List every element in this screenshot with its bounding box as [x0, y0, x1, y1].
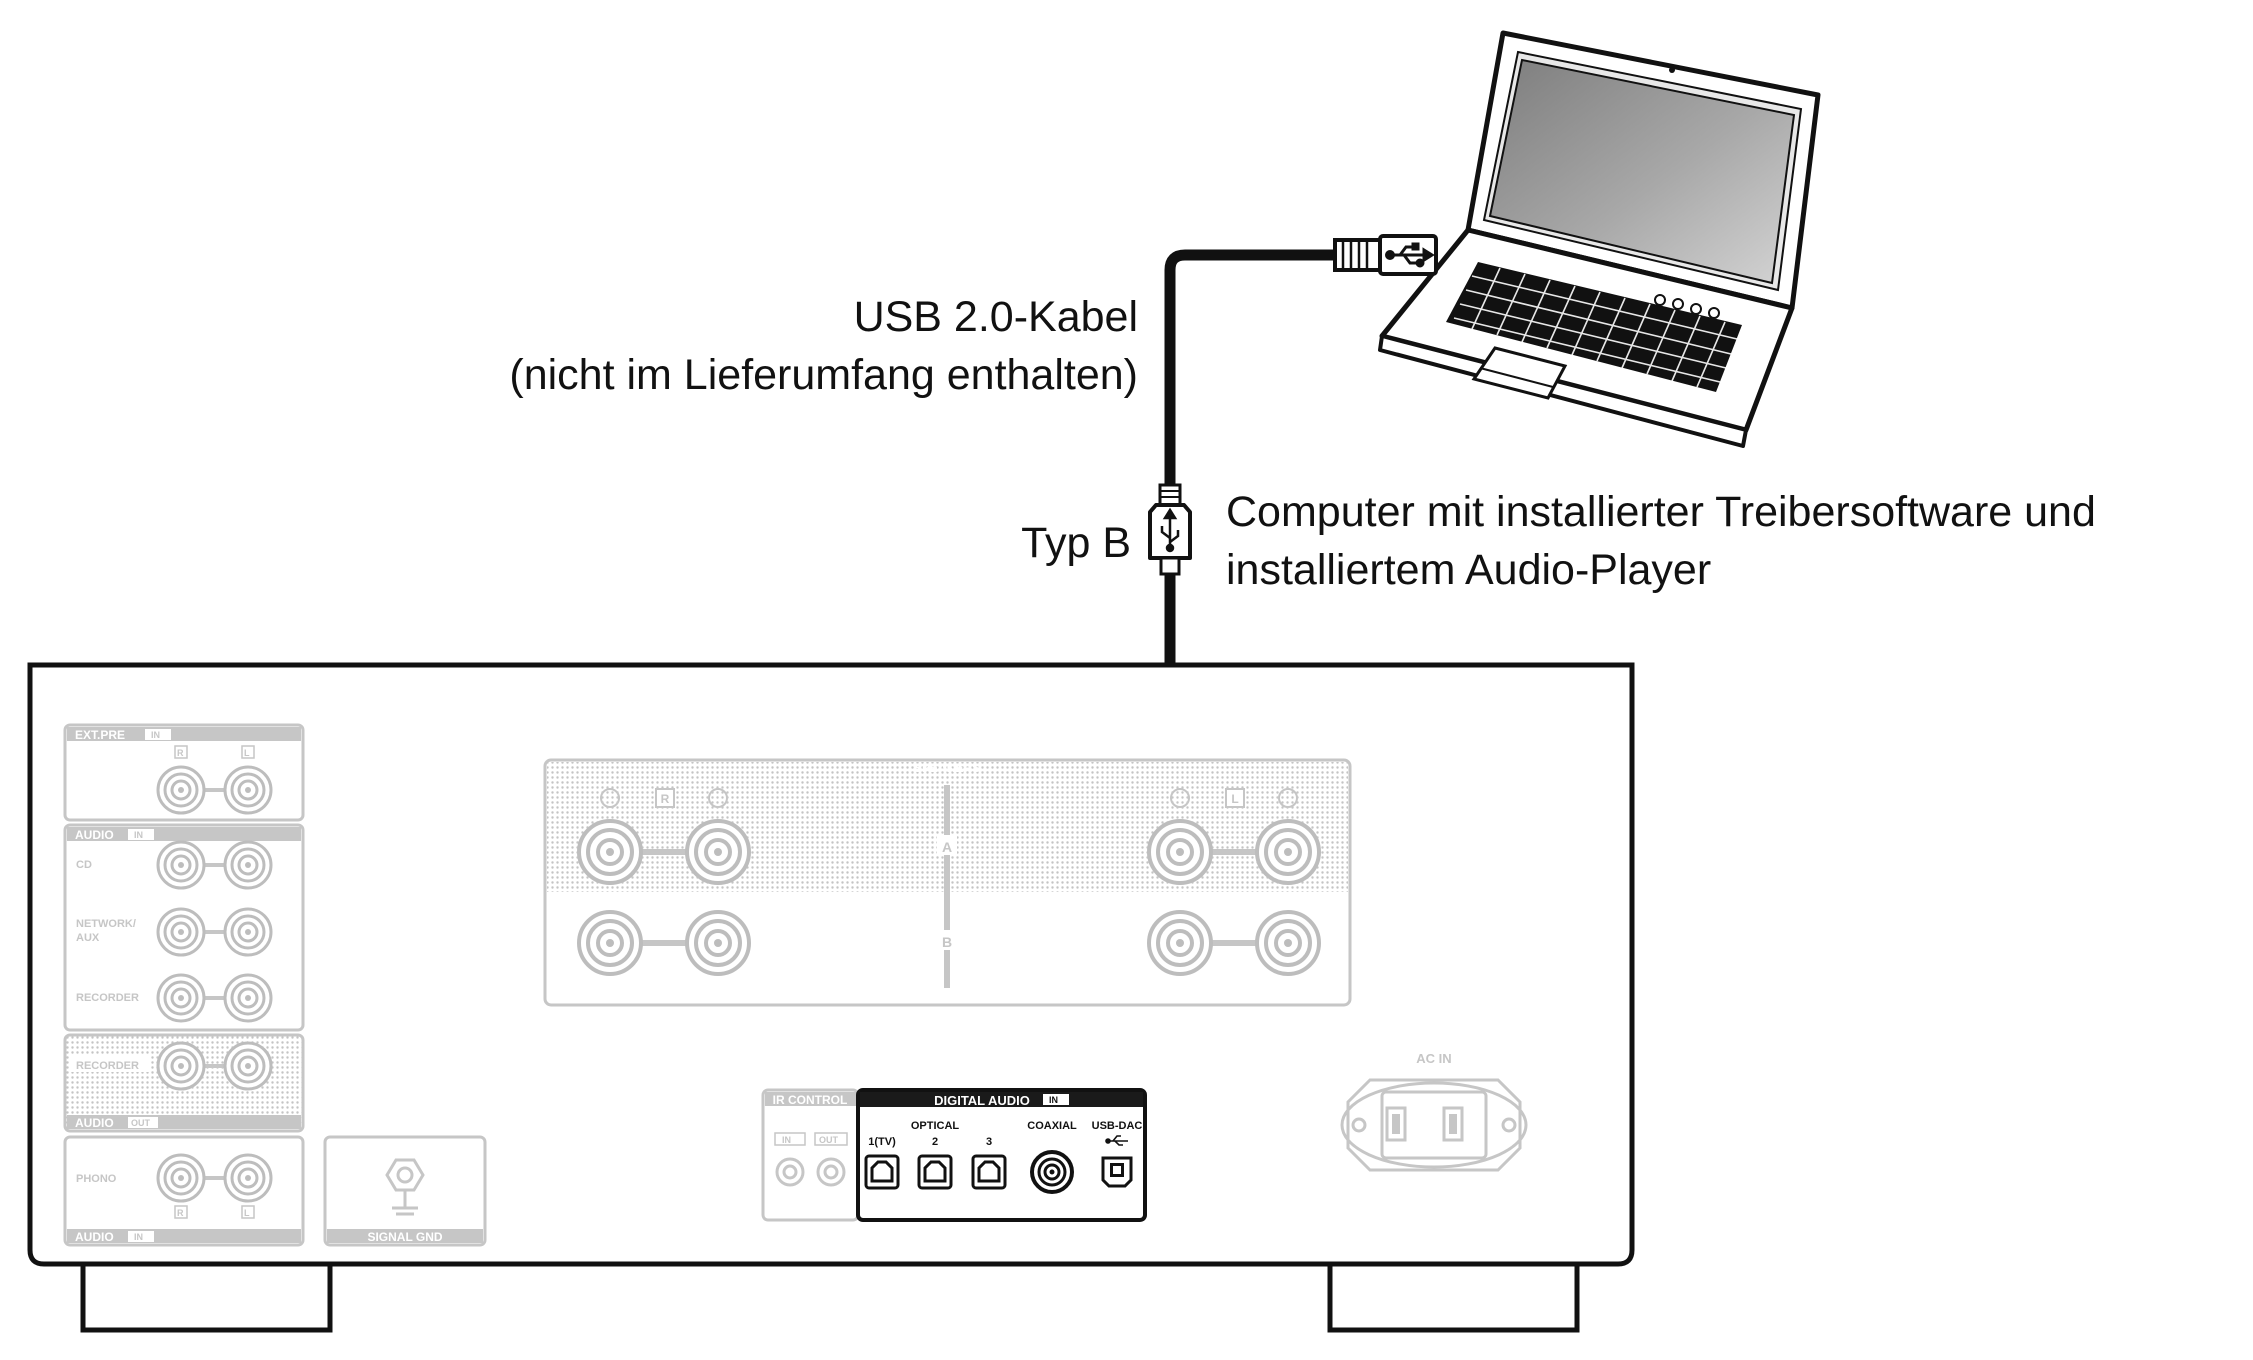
panel-label: IN: [151, 730, 160, 740]
panel-label: A: [942, 839, 952, 855]
panel-label: SPEAKERS: [914, 761, 980, 775]
speakers-section: SPEAKERS A B R L: [543, 758, 1352, 1007]
ac-in-socket: AC IN: [1340, 1051, 1528, 1172]
panel-label: AC IN: [1416, 1051, 1451, 1066]
panel-label: AUDIO: [75, 828, 114, 842]
optical-input-1-port: [864, 1154, 900, 1190]
panel-label: COAXIAL: [1027, 1120, 1077, 1132]
panel-label: RECORDER: [76, 1060, 139, 1072]
laptop-computer: [1378, 30, 1821, 448]
signal-gnd-terminal: SIGNAL GND: [323, 1135, 487, 1247]
panel-label: IR CONTROL: [773, 1093, 848, 1107]
panel-label: IN: [782, 1135, 791, 1145]
panel-label: OUT: [819, 1135, 839, 1145]
panel-label: IN: [134, 830, 143, 840]
amplifier-foot-left: [80, 1262, 333, 1333]
panel-label: B: [942, 934, 952, 950]
panel-label: AUX: [76, 932, 100, 944]
cable-label-line1: USB 2.0-Kabel: [853, 293, 1138, 341]
computer-label-line2: installiertem Audio-Player: [1226, 546, 1712, 594]
panel-label: USB-DAC: [1092, 1120, 1143, 1132]
panel-label: R: [661, 792, 670, 806]
cable-label-line2: (nicht im Lieferumfang enthalten): [509, 351, 1138, 399]
panel-label: EXT.PRE: [75, 728, 125, 742]
panel-label: NETWORK/: [76, 918, 136, 930]
audio-out-section: RECORDER AUDIO OUT: [63, 1033, 305, 1133]
panel-label: IN: [134, 1232, 143, 1242]
ir-control-section: IR CONTROL IN OUT: [761, 1088, 860, 1222]
panel-label: AUDIO: [75, 1116, 114, 1130]
panel-label: L: [244, 1208, 250, 1218]
panel-label: R: [177, 1208, 184, 1218]
usb-b-symbol-icon: [1160, 507, 1180, 553]
amplifier-rear-panel: EXT.PRE IN R L AUDIO IN CD NETWORK/ AUX …: [27, 662, 1635, 1333]
panel-label: OUT: [131, 1118, 151, 1128]
panel-label: 2: [932, 1136, 938, 1148]
panel-label: L: [244, 748, 250, 758]
panel-label: RECORDER: [76, 992, 139, 1004]
panel-label: IN: [1049, 1095, 1058, 1105]
usb-symbol-icon: [1385, 242, 1435, 268]
panel-label: PHONO: [76, 1173, 117, 1185]
panel-label: CD: [76, 859, 92, 871]
usb-b-plug: [1158, 483, 1182, 507]
audio-in-section: AUDIO IN CD NETWORK/ AUX RECORDER: [63, 823, 305, 1032]
laptop-keyboard: [1446, 262, 1742, 392]
amplifier-foot-right: [1327, 1262, 1580, 1333]
panel-label: 3: [986, 1136, 992, 1148]
cable-wire: [1164, 249, 1335, 485]
ext-pre-in-section: EXT.PRE IN R L: [63, 723, 305, 822]
panel-label: 1(TV): [868, 1136, 896, 1148]
panel-label: DIGITAL AUDIO: [934, 1093, 1030, 1108]
usb-dac-icon: [1105, 1135, 1128, 1146]
optical-input-3-port: [971, 1154, 1007, 1190]
optical-input-2-port: [917, 1154, 953, 1190]
type-b-label: Typ B: [1021, 519, 1131, 567]
panel-label: AUDIO: [75, 1230, 114, 1244]
phono-in-section: PHONO R L AUDIO IN: [63, 1135, 305, 1247]
laptop-screen: [1488, 58, 1796, 285]
panel-label: SIGNAL GND: [367, 1230, 442, 1244]
usb-dac-port: [1101, 1156, 1133, 1188]
panel-label: R: [177, 748, 184, 758]
computer-label-line1: Computer mit installierter Treibersoftwa…: [1226, 488, 2096, 536]
digital-audio-in-section: DIGITAL AUDIO IN OPTICAL 1(TV) 2 3 COAXI…: [856, 1088, 1147, 1222]
panel-label: L: [1231, 792, 1238, 806]
coaxial-input-port: [1030, 1150, 1074, 1194]
panel-label: OPTICAL: [911, 1120, 960, 1132]
